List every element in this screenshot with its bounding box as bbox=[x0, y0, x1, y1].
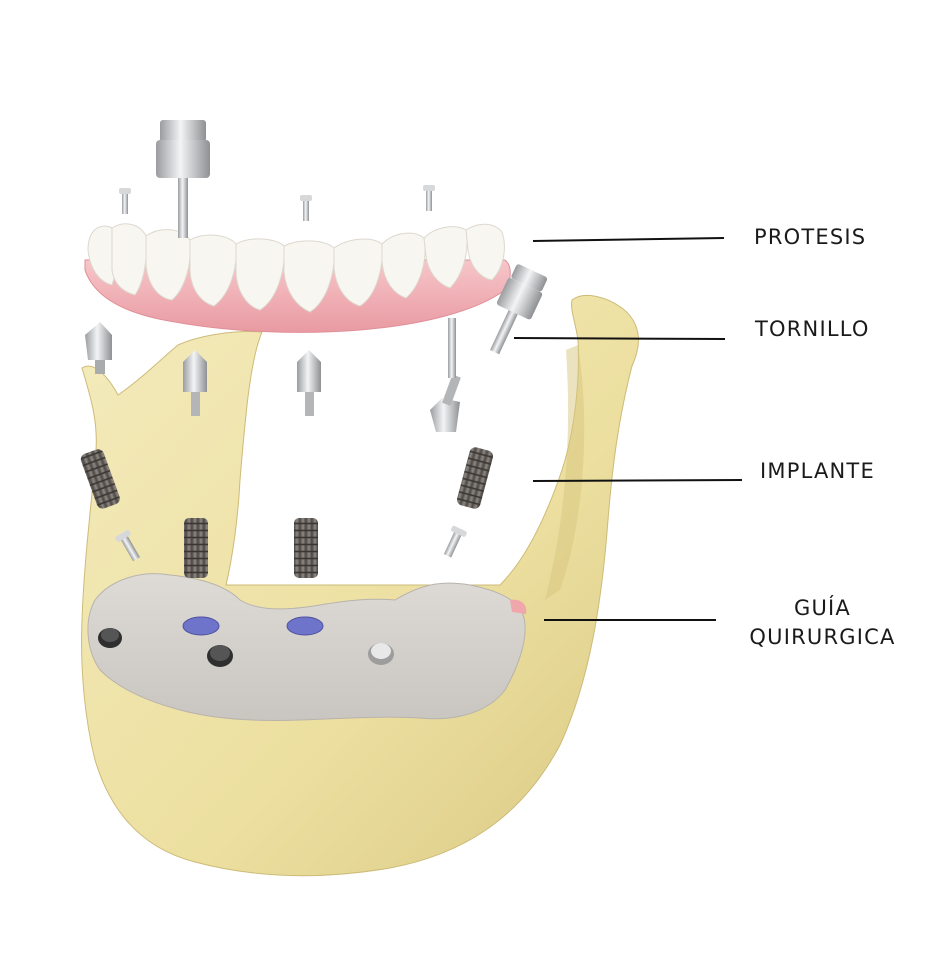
abutment-3 bbox=[297, 350, 321, 416]
label-protesis: PROTESIS bbox=[754, 225, 867, 249]
implant-3 bbox=[294, 518, 318, 578]
ramus-shadow bbox=[545, 345, 585, 600]
leader-line-implante bbox=[532, 479, 743, 482]
guide-sleeve-blue-right bbox=[286, 616, 324, 636]
prosthesis-screw-1 bbox=[119, 188, 131, 214]
small-screw-1 bbox=[115, 530, 140, 562]
implant-2 bbox=[184, 518, 208, 578]
prosthesis-screw-2 bbox=[300, 195, 312, 221]
transfer-post-left bbox=[156, 120, 210, 238]
mandible-bone bbox=[81, 295, 639, 877]
label-tornillo: TORNILLO bbox=[755, 317, 870, 341]
abutment-2 bbox=[183, 350, 207, 416]
implant-4 bbox=[456, 447, 494, 509]
prosthesis-teeth bbox=[87, 223, 505, 313]
label-guia-line1: GUÍA bbox=[793, 596, 851, 620]
guide-sleeve-blue-left bbox=[182, 616, 220, 636]
implant-1 bbox=[80, 449, 120, 509]
leader-line-protesis bbox=[532, 237, 725, 242]
transfer-post-right bbox=[490, 264, 548, 355]
label-guia-line2: QUIRURGICA bbox=[749, 625, 896, 649]
label-guia-quirurgica: GUÍA QUIRURGICA bbox=[740, 594, 905, 652]
prosthesis-screw-3 bbox=[423, 185, 435, 211]
guide-pin-1 bbox=[98, 628, 122, 648]
label-implante: IMPLANTE bbox=[760, 459, 875, 483]
guide-pin-3 bbox=[368, 643, 394, 665]
small-screw-2 bbox=[443, 525, 467, 558]
guide-pink-edge bbox=[510, 599, 527, 614]
abutment-angled bbox=[430, 318, 461, 432]
leader-line-tornillo bbox=[513, 337, 726, 340]
guide-pin-2 bbox=[207, 645, 233, 667]
abutment-1 bbox=[85, 322, 112, 374]
surgical-guide bbox=[87, 573, 526, 722]
